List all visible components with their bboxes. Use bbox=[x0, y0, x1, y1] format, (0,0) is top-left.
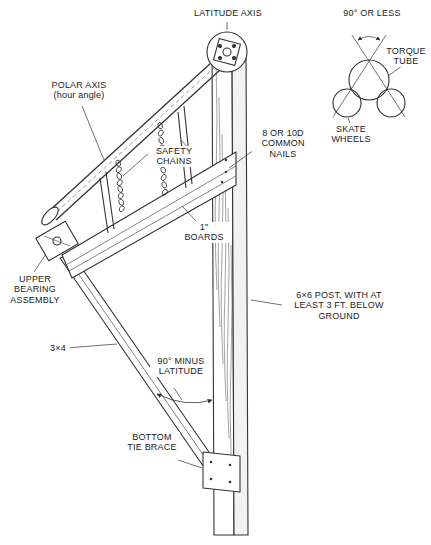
nail-heads bbox=[210, 461, 232, 484]
inset-angle-arc bbox=[358, 37, 380, 41]
part-label: POLAR AXIS (hour angle) bbox=[42, 80, 116, 101]
part-label: 8 OR 10D COMMON NAILS bbox=[252, 128, 314, 159]
wood-grain-line bbox=[230, 245, 232, 475]
board-seam bbox=[66, 166, 236, 265]
chain-link bbox=[115, 159, 121, 167]
angle-arc bbox=[157, 394, 212, 403]
skate-wheel bbox=[377, 89, 405, 117]
upper-bearing-assembly bbox=[36, 221, 78, 261]
board-seam bbox=[69, 176, 236, 271]
bottom-tie-brace bbox=[203, 452, 240, 492]
chain-link bbox=[116, 172, 122, 180]
part-label: 90° MINUS LATITUDE bbox=[150, 356, 212, 377]
brace-3x4 bbox=[60, 254, 220, 476]
chain-link bbox=[160, 166, 166, 174]
part-label: 3×4 bbox=[46, 343, 70, 353]
chain-link bbox=[158, 137, 164, 145]
common-nails bbox=[221, 159, 227, 183]
chain-link bbox=[116, 179, 123, 187]
chain-link bbox=[161, 188, 168, 196]
part-label: 1" BOARDS bbox=[178, 222, 230, 243]
part-label: BOTTOM TIE BRACE bbox=[124, 432, 180, 453]
hub-plate bbox=[214, 39, 241, 66]
chain-link bbox=[118, 205, 125, 213]
boards bbox=[62, 152, 236, 278]
chain-link bbox=[157, 129, 164, 137]
part-label: 90° OR LESS bbox=[336, 8, 408, 18]
bearing-bolt bbox=[53, 237, 61, 245]
part-label: TORQUE TUBE bbox=[384, 46, 428, 67]
part-label: LATITUDE AXIS bbox=[182, 8, 274, 18]
safety-chain bbox=[115, 122, 168, 213]
skate-wheel bbox=[333, 89, 361, 117]
chain-link bbox=[161, 181, 167, 189]
frame-member bbox=[106, 172, 114, 229]
chain-link bbox=[115, 166, 122, 174]
bearing-detail bbox=[44, 236, 70, 246]
latitude-axis-hub bbox=[207, 32, 247, 72]
torque-tube bbox=[349, 60, 389, 100]
chain-link bbox=[157, 122, 163, 130]
chain-link bbox=[117, 185, 123, 193]
part-label: UPPER BEARING ASSEMBLY bbox=[6, 274, 64, 305]
part-label: SAFETY CHAINS bbox=[148, 146, 200, 167]
hub-bolt bbox=[223, 48, 231, 56]
part-label: SKATE WHEELS bbox=[326, 124, 376, 145]
chain-link bbox=[117, 192, 124, 200]
tube-flange bbox=[39, 204, 61, 227]
chain-link bbox=[160, 174, 167, 182]
part-label: 6×6 POST, WITH AT LEAST 3 FT. BELOW GROU… bbox=[282, 290, 396, 321]
chain-link bbox=[118, 198, 124, 206]
wood-grain-line bbox=[224, 171, 226, 401]
brace-edge bbox=[66, 256, 215, 472]
frame-member bbox=[100, 178, 108, 233]
wheel-axis-line bbox=[333, 35, 386, 117]
leader-lines bbox=[34, 22, 402, 468]
wood-grain bbox=[215, 60, 232, 475]
wood-grain-line bbox=[218, 97, 220, 327]
